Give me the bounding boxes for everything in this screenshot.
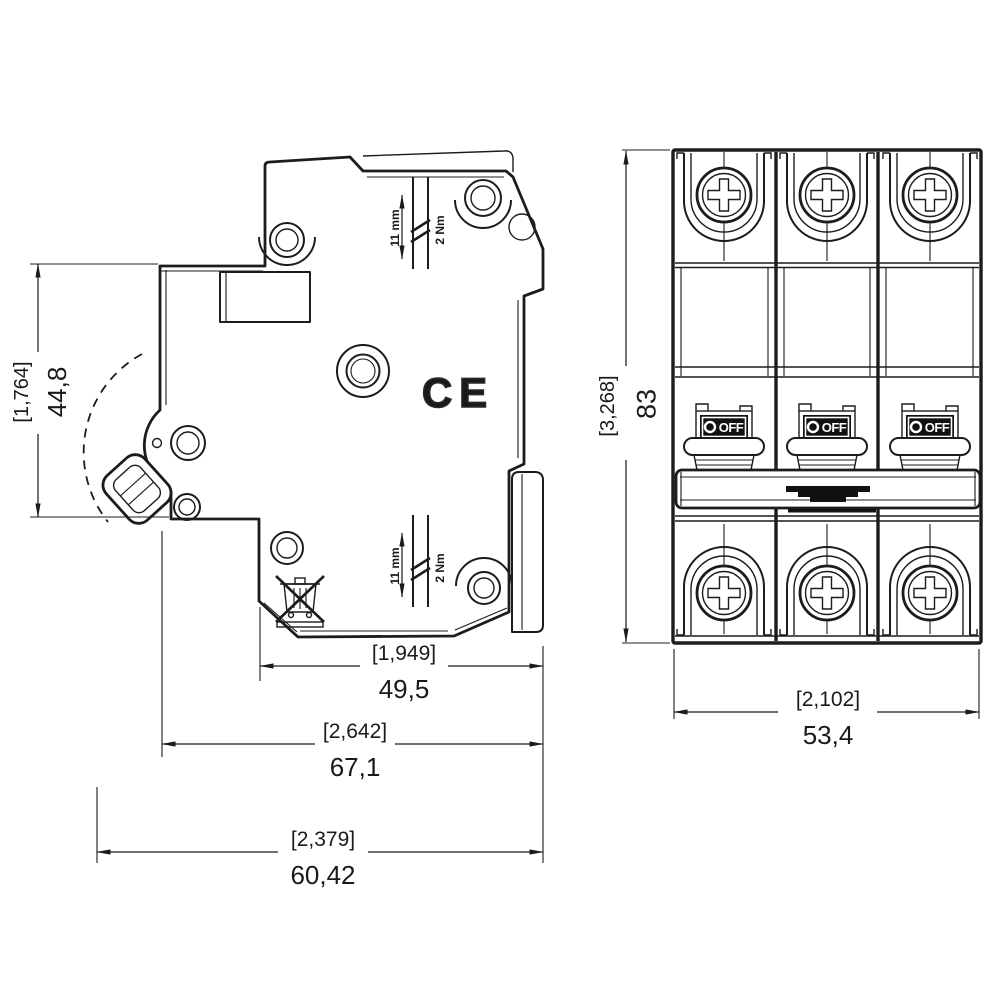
strip-length-label: 11 mm — [388, 209, 402, 246]
dim-inch-label: [2,642] — [323, 720, 387, 743]
pole-toggles: OFF OFF OFF — [682, 402, 972, 472]
extension-lines — [30, 149, 980, 863]
dim-mm-label: 49,5 — [379, 674, 430, 704]
torque-label: 2 Nm — [433, 215, 447, 244]
housing-top-lip — [362, 150, 514, 172]
terminal-callout-top: 11 mm 2 Nm — [388, 177, 447, 269]
ce-mark: CE — [422, 369, 494, 416]
dimensions: [1,764] 44,8 [1,949] 49,5 [2,642] 67,1 [… — [11, 149, 980, 890]
dim-inch-label: [2,379] — [291, 828, 355, 851]
dim-front-height: [3,268] 83 — [597, 150, 661, 643]
front-view: OFF OFF OFF — [671, 148, 983, 645]
front-body-outline — [671, 148, 983, 645]
dim-side-width-housing: [1,949] 49,5 — [259, 642, 544, 704]
front-panel-lines — [675, 262, 979, 637]
off-indicator-label: OFF — [925, 420, 950, 435]
module-inner-walls — [680, 268, 974, 376]
off-indicator-label: OFF — [822, 420, 847, 435]
mounting-window — [219, 271, 311, 323]
dim-inch-label: [1,764] — [11, 361, 33, 422]
dim-inch-label: [2,102] — [796, 688, 860, 711]
dim-side-width-depth: [2,642] 67,1 — [161, 720, 544, 782]
pole-dividers — [774, 152, 880, 641]
toggle-travel-arc — [82, 353, 143, 523]
dim-mm-label: 53,4 — [803, 720, 854, 750]
side-view: CE 11 mm 2 Nm 11 mm 2 Nm — [82, 150, 545, 639]
housing-outline — [142, 155, 545, 639]
toggle-handle-side — [101, 453, 173, 525]
dim-inch-label: [3,268] — [597, 375, 619, 436]
dim-mm-label: 83 — [631, 389, 661, 419]
dim-mm-label: 67,1 — [330, 752, 381, 782]
dim-mm-label: 44,8 — [42, 367, 72, 418]
strip-length-label: 11 mm — [388, 547, 402, 584]
dim-inch-label: [1,949] — [372, 642, 436, 665]
off-indicator-label: OFF — [719, 420, 744, 435]
dim-side-width-overall: [2,379] 60,42 — [96, 828, 544, 890]
weee-icon — [275, 575, 325, 628]
rivet-bosses — [151, 179, 536, 605]
housing-inner-walls — [160, 176, 519, 633]
torque-label: 2 Nm — [433, 553, 447, 582]
terminal-callout-bottom: 11 mm 2 Nm — [388, 515, 447, 607]
dim-mm-label: 60,42 — [290, 860, 355, 890]
dim-front-width: [2,102] 53,4 — [673, 688, 980, 750]
dim-side-height: [1,764] 44,8 — [11, 263, 72, 518]
handle-tie-bar — [674, 468, 982, 513]
